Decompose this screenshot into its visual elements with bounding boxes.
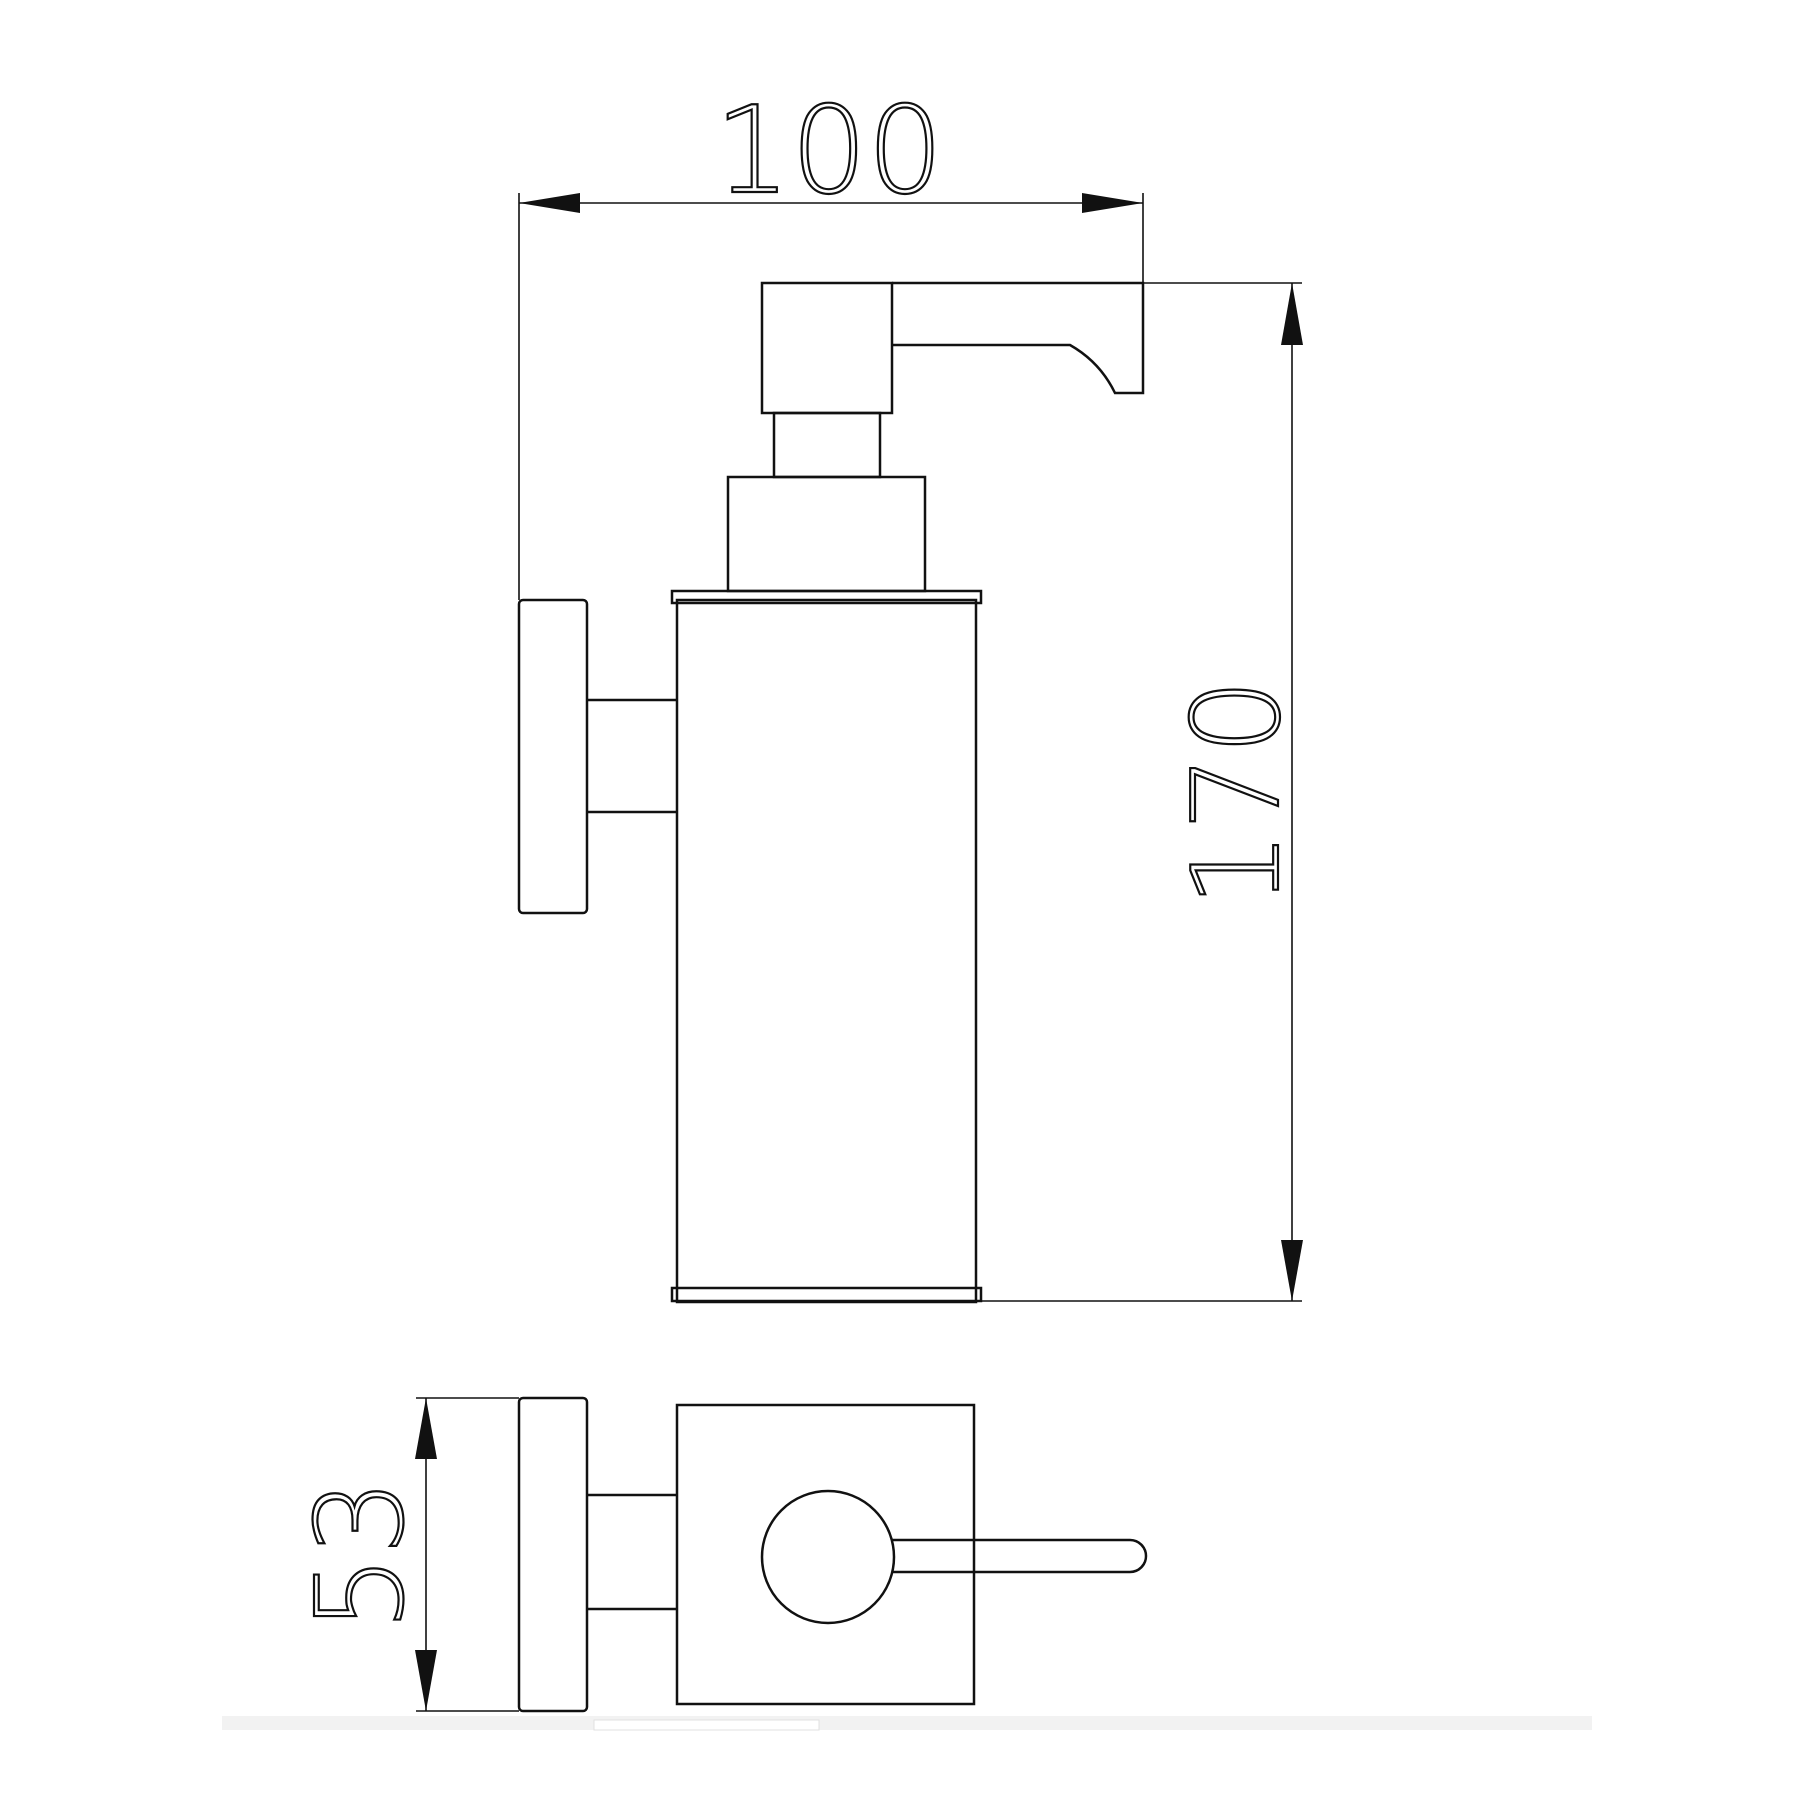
- depth-dimension: 53: [291, 1397, 519, 1712]
- front-view: [517, 281, 1145, 1304]
- arrowhead-left: [519, 193, 580, 213]
- bottle-bottom-rim: [670, 1286, 983, 1303]
- pump-spout-top: [892, 1538, 1148, 1574]
- bottom-band: [222, 1716, 1592, 1730]
- pump-collar: [726, 475, 927, 593]
- height-dimension: 170: [981, 282, 1308, 1302]
- depth-label: 53: [292, 1479, 431, 1632]
- pump-head: [760, 281, 894, 415]
- wall-plate-top: [517, 1396, 589, 1713]
- body-top-outline: [675, 1403, 976, 1706]
- wall-plate: [517, 598, 589, 915]
- pump-head-top: [760, 1489, 896, 1625]
- width-dimension: 100: [518, 81, 1144, 600]
- arrowhead-bottom: [1281, 1240, 1303, 1301]
- bottom-tab: [593, 1719, 820, 1731]
- mounting-arm-top: [587, 1493, 677, 1611]
- height-label: 170: [1168, 678, 1307, 907]
- bottle-body: [675, 598, 978, 1304]
- arrowhead-depth-bottom: [415, 1650, 437, 1711]
- pump-spout: [892, 281, 1145, 395]
- mounting-arm: [587, 698, 677, 814]
- top-view: [517, 1396, 1148, 1713]
- arrowhead-depth-top: [415, 1398, 437, 1459]
- width-label: 100: [714, 82, 943, 221]
- pump-stem: [772, 411, 882, 479]
- arrowhead-right: [1082, 193, 1143, 213]
- arrowhead-top: [1281, 283, 1303, 345]
